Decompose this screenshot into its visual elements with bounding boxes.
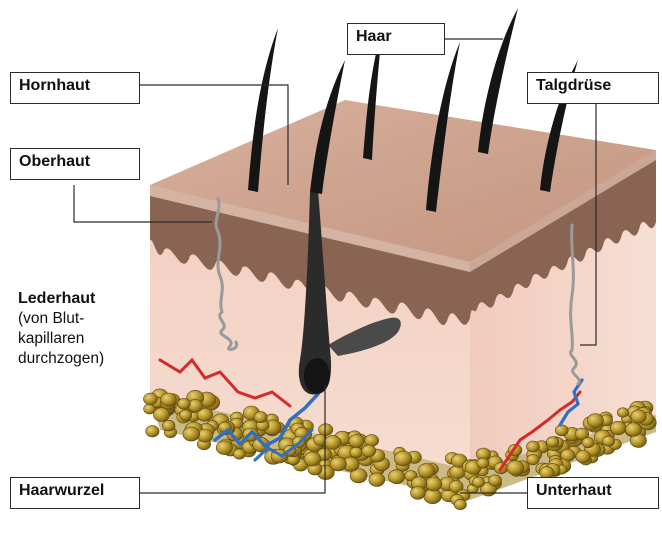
fat-globule — [179, 410, 191, 421]
fat-globule — [546, 437, 558, 448]
fat-globule — [631, 410, 647, 423]
fat-globule — [233, 449, 245, 459]
fat-globule — [362, 445, 376, 457]
label-haarwurzel: Haarwurzel — [10, 477, 140, 509]
label-haar: Haar — [347, 23, 445, 55]
fat-globule — [410, 487, 425, 500]
fat-globule — [489, 475, 502, 486]
fat-globule — [610, 421, 626, 434]
fat-globule — [183, 427, 200, 441]
lederhaut-note-line1: (von Blut- — [18, 309, 104, 329]
fat-globule — [626, 423, 642, 437]
label-talgdruese: Talgdrüse — [527, 72, 659, 104]
fat-globule — [527, 441, 540, 452]
fat-globule — [369, 473, 385, 487]
fat-globule — [146, 426, 159, 437]
fat-globule — [216, 441, 232, 455]
fat-globule — [304, 452, 321, 466]
fat-globule — [388, 470, 404, 484]
lederhaut-note-line2: kapillaren — [18, 329, 104, 349]
fat-globule — [477, 458, 489, 468]
fat-globule — [527, 454, 539, 464]
fat-globule — [507, 461, 524, 475]
lederhaut-title: Lederhaut — [18, 289, 104, 309]
fat-globule — [418, 464, 435, 478]
fat-globule — [161, 393, 177, 406]
fat-globule — [325, 435, 342, 449]
fat-globule — [365, 435, 379, 447]
label-oberhaut: Oberhaut — [10, 148, 140, 180]
fat-globule — [472, 477, 484, 487]
fat-globule — [454, 499, 466, 509]
fat-globule — [330, 457, 346, 471]
fat-globule — [349, 435, 364, 448]
fat-globule — [144, 393, 158, 405]
fat-globule — [617, 408, 628, 418]
label-unterhaut: Unterhaut — [527, 477, 659, 509]
fat-globule — [587, 414, 603, 428]
fat-globule — [350, 447, 363, 458]
fat-globule — [425, 477, 441, 491]
fat-globule — [576, 451, 591, 463]
fat-globule — [582, 437, 594, 447]
fat-globule — [394, 451, 412, 466]
fat-globule — [162, 420, 175, 431]
fat-globule — [254, 412, 267, 423]
fat-globule — [555, 425, 568, 436]
lederhaut-note-line3: durchzogen) — [18, 349, 104, 369]
label-hornhaut: Hornhaut — [10, 72, 140, 104]
fat-globule — [153, 408, 169, 422]
label-lederhaut: Lederhaut (von Blut- kapillaren durchzog… — [18, 289, 104, 369]
fat-globule — [603, 436, 615, 446]
fat-globule — [178, 398, 191, 409]
